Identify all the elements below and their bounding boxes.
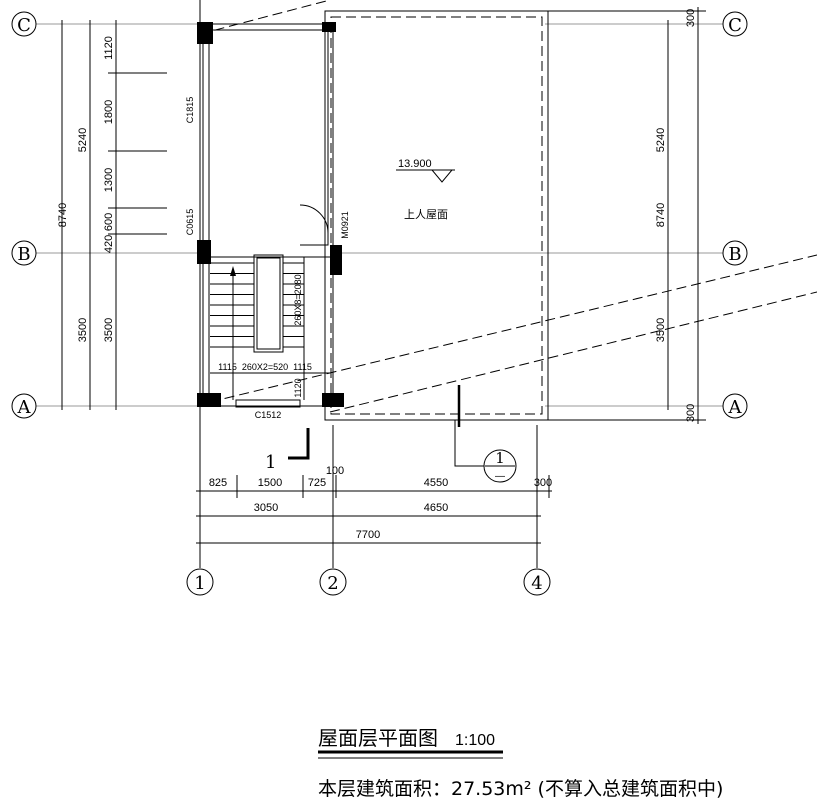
roof-label: 上人屋面 xyxy=(404,208,448,221)
right-dimensions: 8740 300 5240 3500 300 xyxy=(548,7,706,424)
dim-bottom-d: 100 xyxy=(326,465,344,477)
area-note: 本层建筑面积：27.53m² (不算入总建筑面积中) xyxy=(318,778,723,800)
stair-plan-label: 1115 260X2=520 1115 xyxy=(218,362,312,372)
column xyxy=(197,22,213,44)
dim-left-upper: 5240 xyxy=(77,128,89,152)
stair-run-label: 260X8=2080 xyxy=(293,274,303,325)
axis-a-right: A xyxy=(728,397,743,418)
detail-callout: 1 — xyxy=(454,385,517,483)
axis-b-left: B xyxy=(17,244,30,265)
section-number: 1 xyxy=(265,452,276,473)
title-scale: 1:100 xyxy=(455,732,495,749)
elevation-label: 13.900 xyxy=(398,158,432,170)
dim-left-lower: 3500 xyxy=(77,318,89,342)
axis-c-right: C xyxy=(728,15,742,36)
axis-bubbles: C B A C B A 1 2 4 xyxy=(11,11,748,596)
detail-number: 1 xyxy=(495,449,505,467)
window-label-c0615: C0615 xyxy=(185,209,195,236)
axis-b-right: B xyxy=(728,244,741,265)
left-dimensions: 8740 5240 3500 3500 1120 1800 1300 600 4… xyxy=(57,20,167,410)
dim-right-lower: 3500 xyxy=(655,318,667,342)
section-mark: 1 xyxy=(265,428,310,473)
dim-right-total: 8740 xyxy=(655,203,667,227)
column xyxy=(330,245,342,275)
dim-left-total: 8740 xyxy=(57,203,69,227)
bottom-dimensions: 825 1500 725 100 4550 300 3050 4650 7700 xyxy=(196,465,552,544)
dim-left-lower2: 3500 xyxy=(103,318,115,342)
dim-bottom-b: 1500 xyxy=(258,477,282,489)
elevation-triangle-icon xyxy=(430,169,454,183)
stair-treads xyxy=(210,262,304,348)
dim-right-upper: 5240 xyxy=(655,128,667,152)
drawing-title: 屋面层平面图 1:100 本层建筑面积：27.53m² (不算入总建筑面积中) xyxy=(318,726,723,800)
dim-bottom-e: 4550 xyxy=(424,477,448,489)
labels: C1815 C0615 M0921 C1512 260X8=2080 1115 … xyxy=(185,97,455,420)
stair-landing-label: 1120 xyxy=(293,378,303,397)
stair-walls xyxy=(197,22,344,408)
door-label-m0921: M0921 xyxy=(340,211,350,239)
dim-left-d4: 600 xyxy=(103,213,115,231)
grid-lines xyxy=(36,0,723,568)
dim-bottom-c: 725 xyxy=(308,477,326,489)
dim-right-top: 300 xyxy=(685,9,697,27)
title-text: 屋面层平面图 xyxy=(318,726,438,750)
stair-well xyxy=(210,254,330,400)
dim-bottom-f: 300 xyxy=(534,477,552,489)
dim-right-bottom: 300 xyxy=(685,404,697,422)
axis-2: 2 xyxy=(327,573,338,594)
column xyxy=(197,240,211,264)
axis-1: 1 xyxy=(194,573,205,594)
dim-bottom-a: 825 xyxy=(209,477,227,489)
window-label-c1815: C1815 xyxy=(185,97,195,124)
dim-left-d2: 1800 xyxy=(103,100,115,124)
dim-left-d1: 1120 xyxy=(103,36,115,60)
column xyxy=(322,22,336,32)
dim-left-d5: 420 xyxy=(103,235,115,253)
dim-bottom-total: 7700 xyxy=(356,529,380,541)
detail-sheet: — xyxy=(495,471,505,482)
axis-c-left: C xyxy=(17,15,31,36)
dim-left-d3: 1300 xyxy=(103,168,115,192)
dim-bottom-g: 3050 xyxy=(254,502,278,514)
dim-bottom-h: 4650 xyxy=(424,502,448,514)
column xyxy=(197,393,221,407)
axis-a-left: A xyxy=(17,397,32,418)
window-label-c1512: C1512 xyxy=(255,410,282,420)
column xyxy=(322,393,344,407)
axis-4: 4 xyxy=(531,573,542,594)
roof-outline xyxy=(199,0,817,421)
